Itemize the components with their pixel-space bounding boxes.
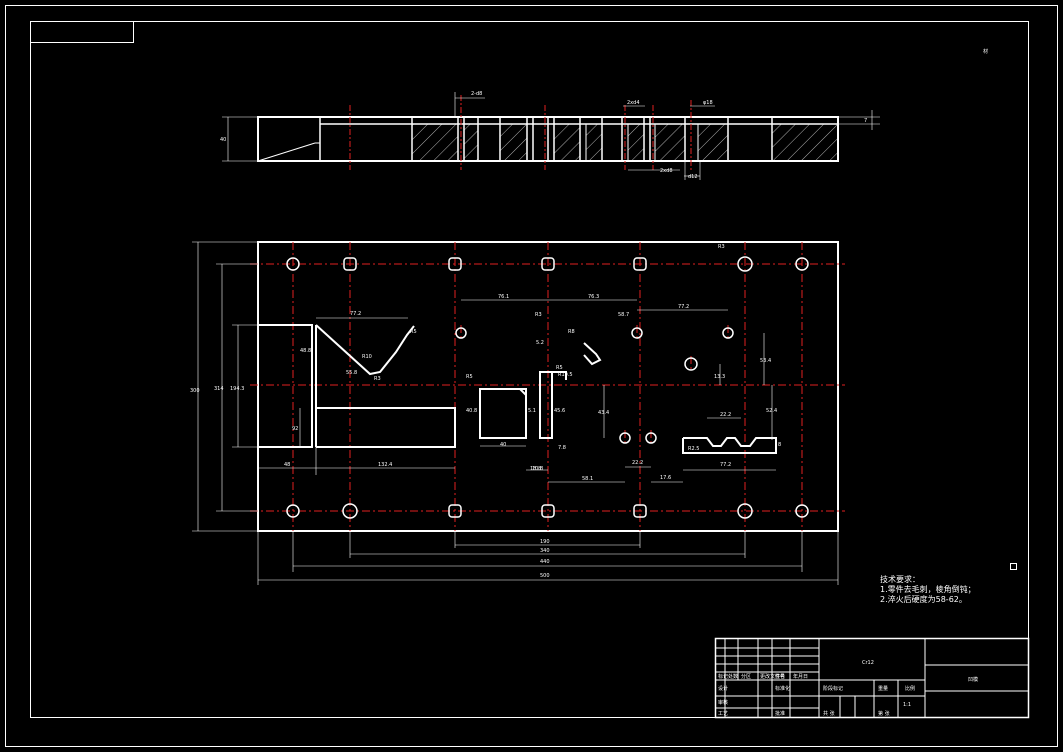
svg-text:58.1: 58.1 xyxy=(582,476,593,482)
inner-border xyxy=(30,21,1029,718)
svg-text:阶段标记: 阶段标记 xyxy=(823,685,843,692)
hatch-9 xyxy=(771,123,839,162)
svg-text:43.4: 43.4 xyxy=(598,410,609,416)
svg-text:77.2: 77.2 xyxy=(720,462,731,468)
svg-text:R5: R5 xyxy=(556,365,563,371)
svg-text:77.2: 77.2 xyxy=(678,304,689,310)
mounting-holes xyxy=(286,256,809,519)
svg-text:R3: R3 xyxy=(718,244,725,250)
svg-text:标准化: 标准化 xyxy=(775,685,790,692)
note-item: 1.零件去毛刺，棱角倒钝； xyxy=(880,585,976,594)
svg-text:R2.5: R2.5 xyxy=(688,446,699,452)
hatch-5 xyxy=(585,123,603,162)
material-label: Cr12 xyxy=(862,660,874,666)
svg-text:R8: R8 xyxy=(568,329,575,335)
svg-text:190: 190 xyxy=(540,539,550,545)
svg-text:40.8: 40.8 xyxy=(466,408,477,414)
svg-text:更改文件号: 更改文件号 xyxy=(760,673,785,680)
svg-text:R5: R5 xyxy=(466,374,473,380)
svg-text:52.4: 52.4 xyxy=(766,408,777,414)
svg-text:R10.5: R10.5 xyxy=(558,372,573,378)
svg-text:440: 440 xyxy=(540,559,550,565)
svg-text:10.8: 10.8 xyxy=(532,466,543,472)
svg-text:签名: 签名 xyxy=(775,673,785,680)
svg-text:40: 40 xyxy=(220,137,226,143)
svg-text:77.2: 77.2 xyxy=(350,311,361,317)
svg-text:48: 48 xyxy=(284,462,290,468)
scale-value: 1:1 xyxy=(903,702,911,708)
svg-text:340: 340 xyxy=(540,548,550,554)
svg-text:2xd4: 2xd4 xyxy=(627,100,640,106)
svg-text:22.2: 22.2 xyxy=(720,412,731,418)
svg-text:13.3: 13.3 xyxy=(714,374,725,380)
svg-text:批准: 批准 xyxy=(775,710,785,717)
svg-text:d12: d12 xyxy=(688,174,698,180)
svg-text:7: 7 xyxy=(864,118,867,124)
hatch-1 xyxy=(411,123,459,162)
corner-mark: 材 xyxy=(983,48,988,55)
title-block xyxy=(714,637,1030,719)
technical-notes: 技术要求： 1.零件去毛刺，棱角倒钝； 2.淬火后硬度为58-62。 xyxy=(880,575,976,605)
svg-text:重量: 重量 xyxy=(878,685,888,692)
svg-text:R10: R10 xyxy=(362,354,372,360)
svg-text:审核: 审核 xyxy=(718,699,728,706)
svg-text:R5: R5 xyxy=(410,329,417,335)
svg-text:分区: 分区 xyxy=(741,673,751,680)
view-marker xyxy=(1010,563,1017,570)
notes-title: 技术要求： xyxy=(880,575,920,584)
hatch-2 xyxy=(463,123,479,162)
svg-text:2-d8: 2-d8 xyxy=(471,91,482,97)
svg-text:53.4: 53.4 xyxy=(760,358,771,364)
part-name: 凹模 xyxy=(968,676,978,683)
svg-text:5.1: 5.1 xyxy=(528,408,536,414)
svg-text:76.1: 76.1 xyxy=(498,294,509,300)
svg-text:55.8: 55.8 xyxy=(346,370,357,376)
hatch-8 xyxy=(697,123,729,162)
hatch-4 xyxy=(553,123,581,162)
side-view: 2-d8 2xd4 φ18 2xd8 d12 7 40 xyxy=(220,91,880,180)
svg-text:5.2: 5.2 xyxy=(536,340,544,346)
svg-text:45.6: 45.6 xyxy=(554,408,565,414)
svg-text:92: 92 xyxy=(292,426,298,432)
svg-text:设计: 设计 xyxy=(718,685,728,692)
svg-text:工艺: 工艺 xyxy=(718,711,728,717)
svg-text:2xd8: 2xd8 xyxy=(660,168,673,174)
svg-text:年月日: 年月日 xyxy=(793,673,808,680)
plan-view: 500 440 340 190 300 314 194.3 92 76.1 76… xyxy=(190,241,845,585)
svg-text:40: 40 xyxy=(500,442,506,448)
svg-text:314: 314 xyxy=(214,386,224,392)
svg-text:共 张: 共 张 xyxy=(823,710,835,717)
hatch-6 xyxy=(627,123,645,162)
hatch-3 xyxy=(499,123,528,162)
svg-text:132.4: 132.4 xyxy=(378,462,392,468)
svg-text:φ18: φ18 xyxy=(703,100,713,106)
corner-label-box xyxy=(30,21,134,43)
outer-border xyxy=(5,5,1058,747)
svg-text:17.6: 17.6 xyxy=(660,475,671,481)
svg-text:第 张: 第 张 xyxy=(878,710,890,717)
svg-text:R3: R3 xyxy=(535,312,542,318)
svg-text:R3: R3 xyxy=(374,376,381,382)
svg-text:处数: 处数 xyxy=(728,673,738,680)
svg-text:58.7: 58.7 xyxy=(618,312,629,318)
svg-text:300: 300 xyxy=(190,388,200,394)
svg-text:48.8: 48.8 xyxy=(300,348,311,354)
svg-text:194.3: 194.3 xyxy=(230,386,244,392)
hatch-7 xyxy=(654,123,686,162)
svg-text:标记: 标记 xyxy=(718,673,728,680)
svg-text:7.8: 7.8 xyxy=(558,445,566,451)
svg-text:22.2: 22.2 xyxy=(632,460,643,466)
svg-text:500: 500 xyxy=(540,573,550,579)
svg-text:18.8: 18.8 xyxy=(530,466,541,472)
scale-label: 比例 xyxy=(905,685,915,692)
note-item: 2.淬火后硬度为58-62。 xyxy=(880,595,967,604)
svg-text:8: 8 xyxy=(778,442,781,448)
svg-text:76.3: 76.3 xyxy=(588,294,599,300)
